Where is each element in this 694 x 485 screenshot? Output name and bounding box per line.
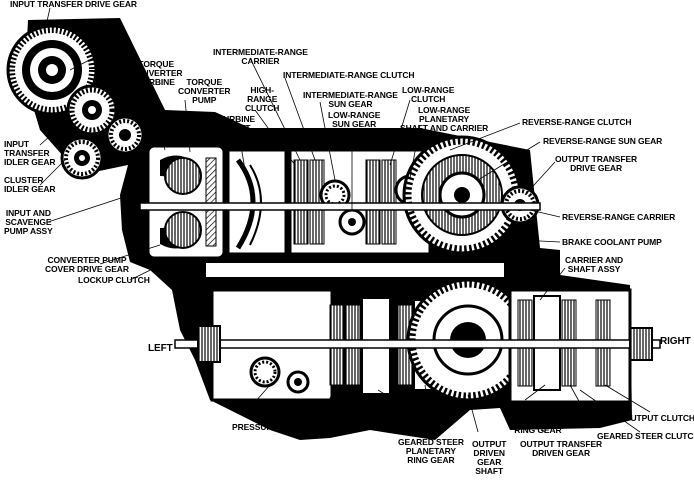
label-output-transfer-driven-gear: OUTPUT TRANSFER DRIVEN GEAR xyxy=(520,439,603,458)
label-reverse-range-carrier: REVERSE-RANGE CARRIER xyxy=(562,212,676,222)
cluster-idler-gear xyxy=(60,136,104,180)
label-lockup-clutch: LOCKUP CLUTCH xyxy=(78,275,150,285)
upper-main-shaft xyxy=(139,202,541,211)
label-input-scavenge-pump: INPUT AND SCAVENGE PUMP ASSY xyxy=(4,208,53,236)
label-input-transfer-idler-gear: INPUT TRANSFER IDLER GEAR xyxy=(4,139,56,167)
label-reverse-range-sun-gear: REVERSE-RANGE SUN GEAR xyxy=(543,136,663,146)
lower-output-shaft xyxy=(174,339,661,349)
small-drive-gear xyxy=(105,115,145,155)
label-output-pressure-pump: OUTPUT PRESSURE PUMP xyxy=(232,413,305,432)
label-geared-steer-clutch-right: GEARED STEER CLUTCH xyxy=(597,431,694,441)
turbine-shaft-cavity xyxy=(226,148,288,256)
label-low-range-planetary: LOW-RANGE PLANETARY SHAFT AND CARRIER xyxy=(400,105,489,133)
housing-divider xyxy=(204,261,506,279)
label-left: LEFT xyxy=(148,343,173,354)
label-turbine-shaft: TURBINE SHAFT xyxy=(218,114,256,133)
label-torque-converter-pump: TORQUE CONVERTER PUMP xyxy=(178,77,231,105)
label-intermediate-range-sun-gear: INTERMEDIATE-RANGE SUN GEAR xyxy=(303,90,398,109)
label-converter-pump-cover-drive-gear: CONVERTER PUMP COVER DRIVE GEAR xyxy=(45,255,129,274)
label-output-clutch-left: OUTPUT CLUTCH xyxy=(309,413,344,432)
label-low-range-clutch: LOW-RANGE CLUTCH xyxy=(402,85,455,104)
torque-converter xyxy=(146,144,226,260)
label-right: RIGHT xyxy=(660,336,691,347)
label-geared-steer-planetary-left: GEARED STEER PLANETARY RING GEAR xyxy=(398,437,464,465)
label-engine-coupling-shaft: ENGINE COUPLING SHAFT xyxy=(88,29,133,57)
label-carrier-shaft-assy: CARRIER AND SHAFT ASSY xyxy=(565,255,624,274)
label-output-driven-gear-shaft: OUTPUT DRIVEN GEAR SHAFT xyxy=(472,439,507,476)
label-geared-steer-clutch-left: GEARED STEER CLUTCH xyxy=(346,403,382,431)
label-high-range-clutch: HIGH- RANGE CLUTCH xyxy=(245,85,280,113)
left-output-flange xyxy=(197,325,221,363)
label-brake-right: BRAKE xyxy=(575,413,605,423)
label-torque-converter-turbine: TORQUE CONVERTER TURBINE xyxy=(130,59,183,87)
label-output-clutch-right: OUTPUT CLUTCH xyxy=(624,413,694,423)
label-brake-left: BRAKE xyxy=(392,403,422,413)
label-intermediate-range-carrier: INTERMEDIATE-RANGE CARRIER xyxy=(213,47,308,66)
reverse-range-gear xyxy=(402,135,522,255)
input-transfer-idler-gear xyxy=(66,84,118,136)
label-intermediate-range-clutch: INTERMEDIATE-RANGE CLUTCH xyxy=(283,70,415,80)
label-geared-steer-planetary-right: GEARED STEER PLANETARY RING GEAR xyxy=(505,407,571,435)
label-input-transfer-drive-gear: INPUT TRANSFER DRIVE GEAR xyxy=(10,0,137,9)
label-cluster-idler-gear: CLUSTER IDLER GEAR xyxy=(4,175,56,194)
label-reverse-range-clutch: REVERSE-RANGE CLUTCH xyxy=(522,117,632,127)
label-low-range-sun-gear: LOW-RANGE SUN GEAR xyxy=(328,110,381,129)
label-output-transfer-drive-gear: OUTPUT TRANSFER DRIVE GEAR xyxy=(555,154,638,173)
label-brake-coolant-pump: BRAKE COOLANT PUMP xyxy=(562,237,662,247)
right-output-flange xyxy=(629,327,653,361)
leader-lines xyxy=(39,7,651,433)
